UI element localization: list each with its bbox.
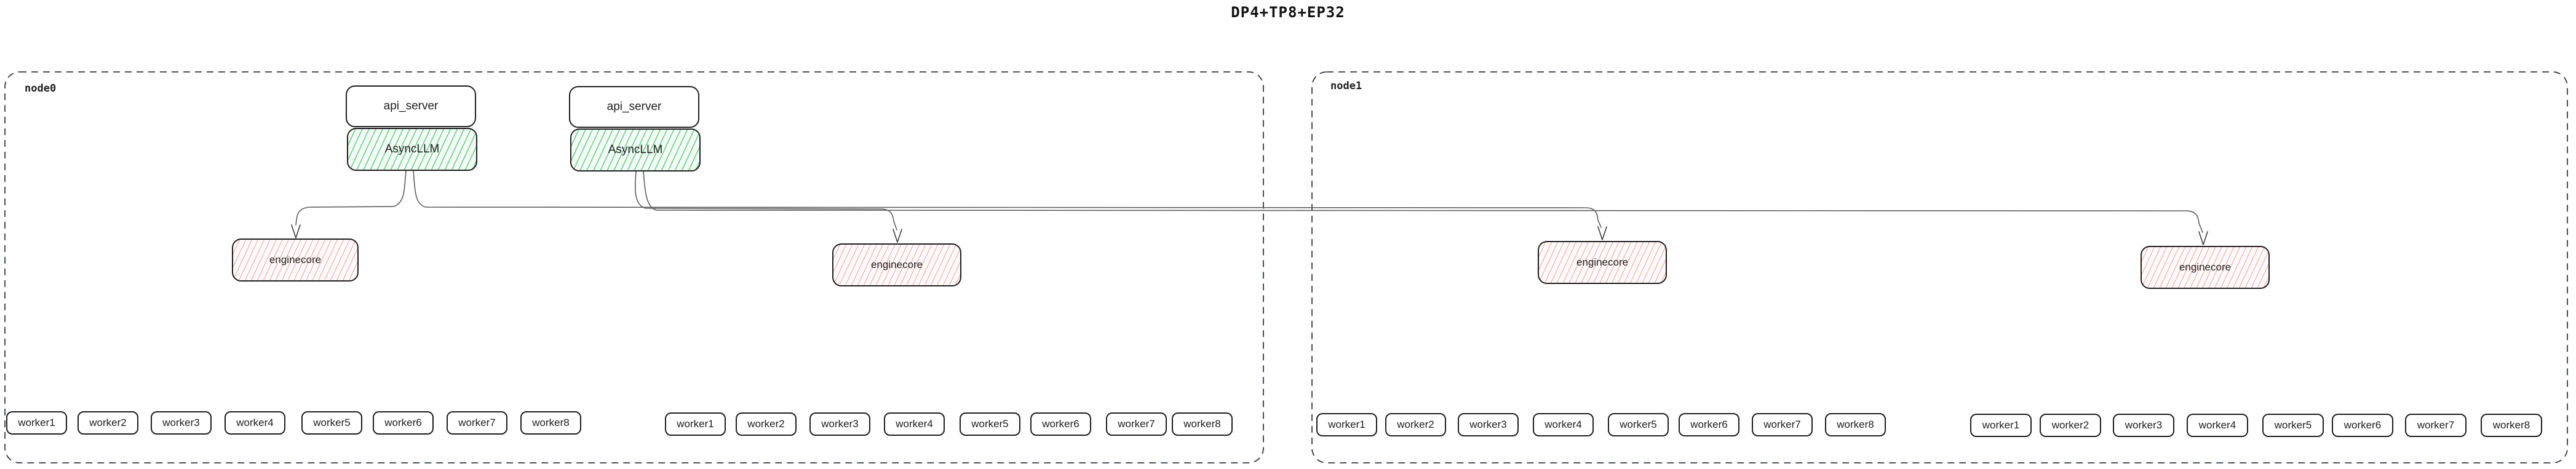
enginecore-4-box: enginecore: [2141, 246, 2270, 289]
edge-asyncllm1-to-enginecore3: [413, 170, 1602, 228]
worker-box: worker5: [2262, 414, 2324, 437]
worker-box: worker6: [1679, 413, 1739, 436]
worker-box: worker3: [2113, 414, 2174, 437]
worker-box: worker7: [1752, 413, 1813, 436]
worker-box: worker7: [2405, 414, 2467, 437]
edge-asyncllm2-to-enginecore2: [634, 171, 897, 231]
node1-border: [1311, 71, 2568, 463]
worker-box: worker4: [2187, 414, 2248, 437]
worker-box: worker4: [225, 411, 285, 435]
api-server-1-box: api_server: [346, 85, 476, 127]
worker-box: worker6: [373, 411, 434, 435]
diagram-title: DP4+TP8+EP32: [1231, 4, 1345, 21]
worker-box: worker7: [1106, 412, 1167, 436]
arrowhead-enginecore4: [2198, 231, 2208, 245]
edge-asyncllm2-to-enginecore4: [643, 171, 2203, 233]
node0-border: [4, 71, 1264, 463]
arrowhead-enginecore1: [291, 224, 301, 238]
node0-label: node0: [25, 82, 57, 95]
worker-box: worker1: [6, 411, 67, 435]
node1-label: node1: [1330, 80, 1362, 92]
worker-box: worker2: [78, 411, 138, 435]
enginecore-1-box: enginecore: [232, 238, 359, 282]
worker-box: worker1: [1316, 413, 1377, 436]
worker-box: worker1: [1970, 414, 2032, 437]
worker-box: worker5: [301, 411, 362, 435]
worker-box: worker8: [2481, 414, 2542, 437]
worker-box: worker5: [1608, 413, 1669, 436]
worker-box: worker2: [736, 412, 797, 436]
worker-box: worker6: [2332, 414, 2393, 437]
asyncllm-1-box: AsyncLLM: [347, 128, 477, 171]
worker-box: worker3: [809, 412, 870, 436]
worker-box: worker6: [1030, 412, 1091, 436]
arrowhead-enginecore3: [1597, 226, 1607, 240]
worker-box: worker3: [1458, 413, 1519, 436]
enginecore-3-box: enginecore: [1538, 241, 1667, 284]
worker-box: worker8: [1825, 413, 1886, 436]
worker-box: worker4: [1533, 413, 1594, 436]
asyncllm-2-box: AsyncLLM: [570, 128, 701, 171]
worker-box: worker4: [884, 412, 945, 436]
enginecore-2-box: enginecore: [832, 243, 961, 286]
worker-box: worker3: [151, 411, 212, 435]
worker-box: worker5: [960, 412, 1020, 436]
worker-box: worker7: [447, 411, 507, 435]
edge-asyncllm1-to-enginecore1: [295, 170, 407, 226]
api-server-2-box: api_server: [569, 86, 699, 128]
worker-box: worker8: [520, 411, 581, 435]
worker-box: worker1: [665, 412, 726, 436]
worker-box: worker8: [1172, 412, 1233, 436]
arrowhead-enginecore2: [892, 229, 902, 243]
worker-box: worker2: [1385, 413, 1446, 436]
worker-box: worker2: [2040, 414, 2101, 437]
